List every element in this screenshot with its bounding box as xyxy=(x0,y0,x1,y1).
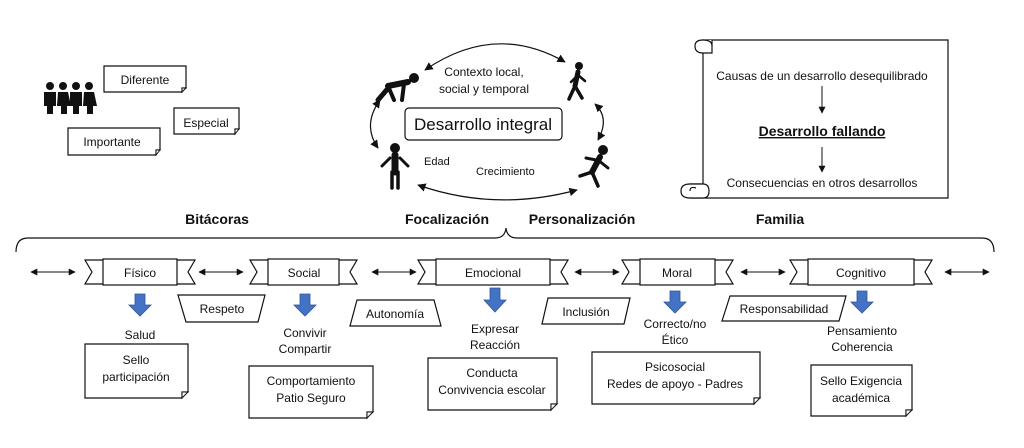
outcome-moral-2: Ético xyxy=(662,332,689,347)
note-social-2: Patio Seguro xyxy=(276,391,346,405)
connector-respeto-label: Respeto xyxy=(200,302,245,316)
blue-arrow-emocional xyxy=(483,287,507,313)
crawling-figure-icon xyxy=(375,73,419,103)
walking-figure-icon xyxy=(567,62,587,101)
note-emocional-2: Convivencia escolar xyxy=(438,383,545,397)
note-emocional-1: Conducta xyxy=(466,366,518,380)
outcome-cognitivo-1: Pensamiento xyxy=(827,324,897,338)
header-familia: Familia xyxy=(756,211,804,227)
tag-especial-label: Especial xyxy=(183,116,228,130)
note-fisico-2: participación xyxy=(102,370,169,384)
blue-arrows xyxy=(128,287,874,317)
banner-moral-label: Moral xyxy=(662,266,692,280)
tag-especial: Especial xyxy=(173,107,241,136)
cycle-arrows xyxy=(369,43,606,201)
connector-inclusion: Inclusión xyxy=(541,297,631,325)
banner-moral: Moral xyxy=(620,258,735,286)
note-emocional: Conducta Convivencia escolar xyxy=(427,357,559,412)
tag-importante-label: Importante xyxy=(83,135,141,149)
connector-responsabilidad-label: Responsabilidad xyxy=(740,302,829,316)
note-moral: Psicosocial Redes de apoyo - Padres xyxy=(591,351,762,406)
connector-respeto: Respeto xyxy=(177,294,266,323)
center-box xyxy=(404,107,563,141)
tag-importante: Importante xyxy=(67,127,162,157)
running-figure-icon xyxy=(578,145,610,188)
standing-figure-icon xyxy=(380,143,410,190)
blue-arrow-moral xyxy=(663,290,687,314)
banner-fisico: Físico xyxy=(83,258,197,286)
outcome-emocional-2: Reacción xyxy=(470,338,520,352)
connector-inclusion-label: Inclusión xyxy=(562,305,609,319)
scroll-shape xyxy=(680,39,949,199)
center-label: Desarrollo integral xyxy=(414,115,552,134)
note-fisico-1: Sello xyxy=(123,353,150,367)
context-line1: Contexto local, xyxy=(444,65,523,79)
outcome-moral-1: Correcto/no xyxy=(644,317,707,331)
connector-autonomia-label: Autonomía xyxy=(366,307,424,321)
crecimiento-label: Crecimiento xyxy=(476,166,535,178)
connector-responsabilidad: Responsabilidad xyxy=(721,295,847,322)
edad-label: Edad xyxy=(424,156,450,168)
banner-social-label: Social xyxy=(288,266,321,280)
outcome-social-1: Convivir xyxy=(283,326,326,340)
people-group-icon xyxy=(44,82,97,114)
note-cognitivo-1: Sello Exigencia xyxy=(820,374,902,388)
outcome-social-2: Compartir xyxy=(279,342,332,356)
note-cognitivo-2: académica xyxy=(832,391,890,405)
note-moral-2: Redes de apoyo - Padres xyxy=(607,377,743,391)
scroll-consequences: Consecuencias en otros desarrollos xyxy=(727,176,918,190)
header-bitacoras: Bitácoras xyxy=(185,211,249,227)
connector-autonomia: Autonomía xyxy=(349,299,442,327)
scroll-causes: Causas de un desarrollo desequilibrado xyxy=(716,69,928,83)
curly-brace xyxy=(15,227,995,253)
tag-diferente: Diferente xyxy=(103,65,188,94)
header-personalizacion: Personalización xyxy=(529,211,636,227)
context-line2: social y temporal xyxy=(439,82,529,96)
tag-diferente-label: Diferente xyxy=(121,73,170,87)
outcome-fisico-1: Salud xyxy=(125,328,156,342)
banner-fisico-label: Físico xyxy=(124,266,156,280)
note-moral-1: Psicosocial xyxy=(645,360,705,374)
header-focalizacion: Focalización xyxy=(405,211,489,227)
note-fisico: Sello participación xyxy=(84,343,190,400)
outcome-cognitivo-2: Coherencia xyxy=(831,340,893,354)
banner-cognitivo-label: Cognitivo xyxy=(836,266,886,280)
banner-social: Social xyxy=(248,258,359,286)
blue-arrow-social xyxy=(293,293,317,317)
banner-cognitivo: Cognitivo xyxy=(788,258,934,286)
scroll-failing: Desarrollo fallando xyxy=(759,123,886,139)
blue-arrow-fisico xyxy=(128,293,152,317)
note-cognitivo: Sello Exigencia académica xyxy=(810,364,914,418)
banner-emocional: Emocional xyxy=(416,258,570,286)
outcome-emocional-1: Expresar xyxy=(471,322,519,336)
banner-emocional-label: Emocional xyxy=(465,266,521,280)
note-social: Comportamiento Patio Seguro xyxy=(248,365,375,420)
note-social-1: Comportamiento xyxy=(267,374,356,388)
blue-arrow-cognitivo xyxy=(850,290,874,314)
